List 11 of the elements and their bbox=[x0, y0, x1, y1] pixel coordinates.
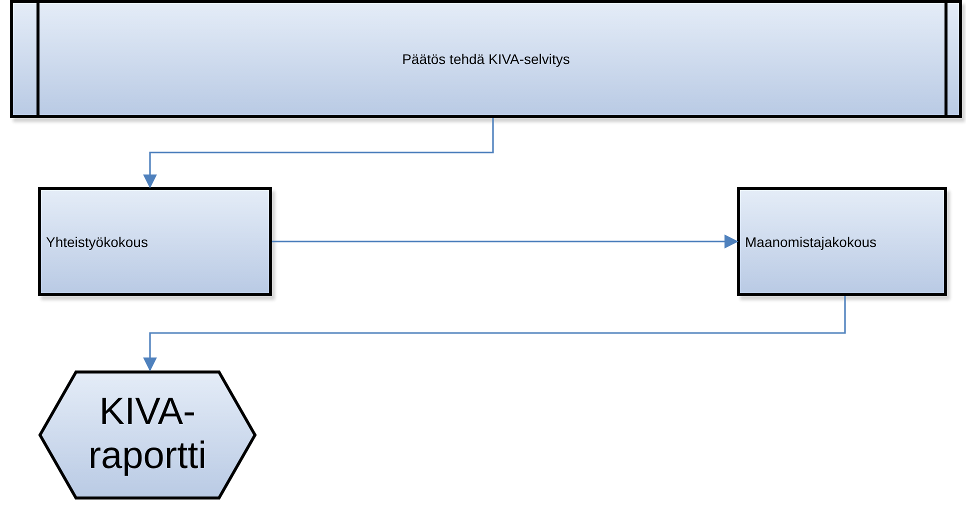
node-label: KIVA-raportti bbox=[87, 391, 208, 479]
node-label: Päätös tehdä KIVA-selvitys bbox=[402, 51, 570, 67]
process-box bbox=[737, 187, 947, 296]
node-label: Yhteistyökokous bbox=[46, 234, 148, 250]
connector-arrow bbox=[272, 234, 738, 248]
hexagon-terminal bbox=[38, 370, 257, 500]
connector-arrow bbox=[143, 118, 494, 188]
node-label: Maanomistajakokous bbox=[745, 234, 877, 250]
connector-arrow bbox=[143, 296, 846, 372]
process-box bbox=[38, 187, 272, 296]
predefined-process-box bbox=[10, 0, 962, 118]
